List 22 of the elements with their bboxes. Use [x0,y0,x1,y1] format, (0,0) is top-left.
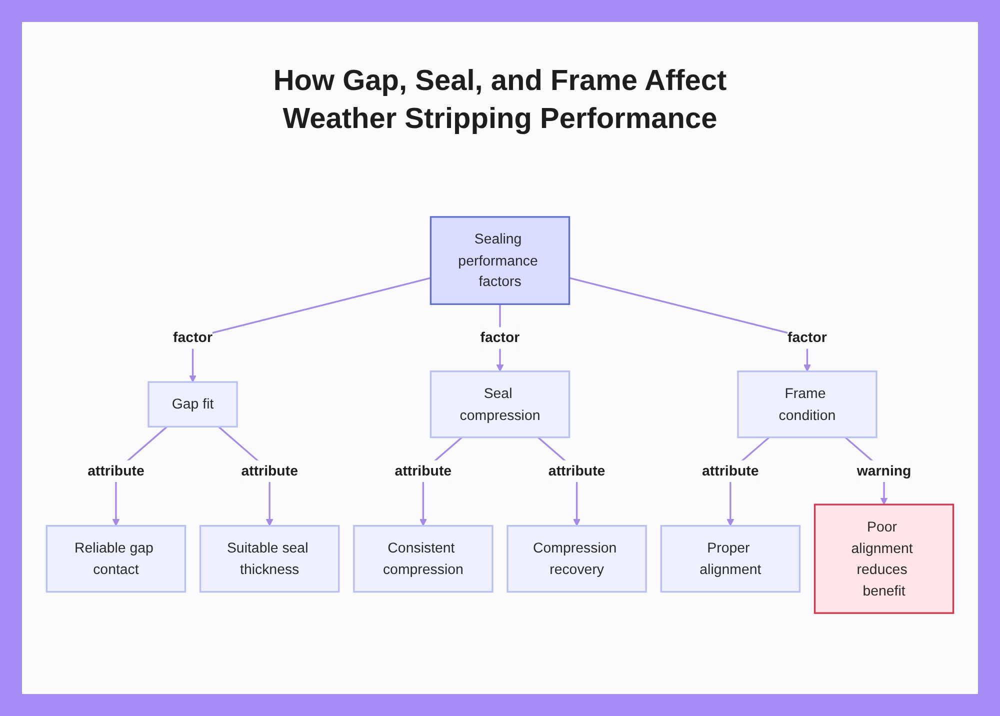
edge-label: attribute [394,462,452,479]
edge-label: attribute [702,462,759,479]
node-box: Poor alignment reduces benefit [814,504,954,614]
edge-label: attribute [88,462,144,479]
node-box: Consistent compression [353,525,494,593]
node-box: Suitable seal thickness [199,525,340,593]
node-box: Seal compression [430,370,570,438]
edge-label: factor [788,330,827,346]
node-box: Reliable gap contact [46,525,186,593]
edge-label: factor [480,330,520,346]
arrow [569,277,811,372]
node-box: Gap fit [148,381,238,428]
node-box: Compression recovery [506,525,647,593]
arrow [189,277,431,382]
node-box: Sealing performance factors [430,216,570,305]
node-box: Frame condition [737,370,878,438]
edge-label: factor [173,330,212,346]
edge-label: attribute [548,462,606,479]
node-box: Proper alignment [660,525,801,593]
diagram-title: How Gap, Seal, and Frame Affect Weather Stripping Performance [272,64,728,137]
edge-label: attribute [241,462,298,479]
edge-label: warning [856,462,912,479]
